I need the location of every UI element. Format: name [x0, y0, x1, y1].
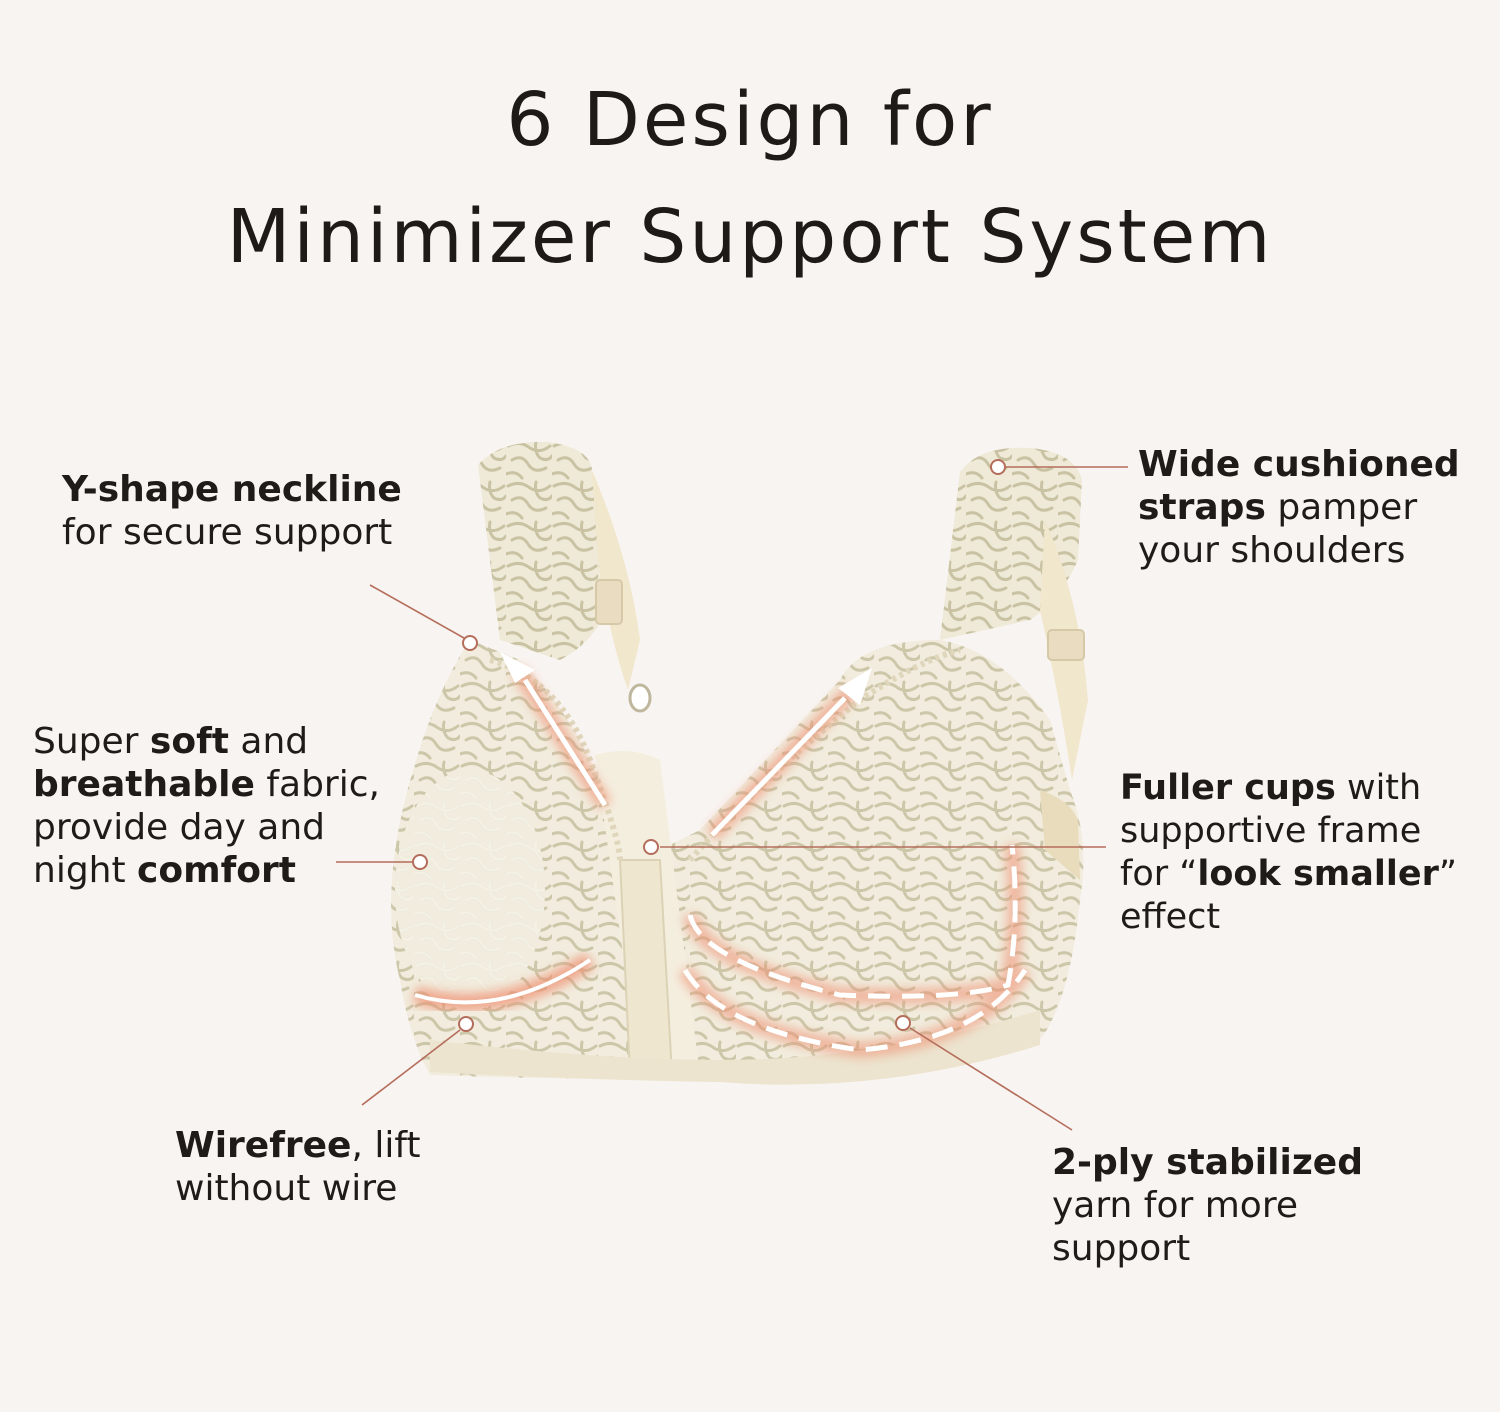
callout-straps-heading: Wide cushioned [1138, 444, 1460, 485]
callout-neckline: Y-shape neckline for secure support [62, 468, 402, 554]
callout-straps-bold-straps: straps [1138, 487, 1266, 528]
callout-wirefree-text-1: , lift [351, 1125, 421, 1166]
cup-frame-dashes [678, 844, 1032, 1059]
wirefree-arc [412, 952, 595, 1012]
marker-dot-cups [643, 839, 659, 855]
left-strap [478, 441, 652, 713]
callout-cups-text-5: effect [1120, 897, 1221, 937]
marker-dot-neckline [462, 635, 478, 651]
callout-fabric-text-4: provide day and [33, 807, 326, 848]
right-strap [940, 447, 1088, 780]
callout-neckline-text: for secure support [62, 512, 393, 553]
callout-fabric-bold-breathable: breathable [33, 764, 255, 805]
callout-straps-text-2: your shoulders [1138, 530, 1406, 571]
leader-lines [336, 466, 1128, 1131]
callout-cups-text-1: with [1335, 768, 1422, 808]
page-title: 6 Design for Minimizer Support System [0, 62, 1500, 296]
callout-cups-text-3: for “ [1120, 854, 1198, 894]
callout-straps-text-1: pamper [1265, 487, 1418, 528]
marker-dot-wirefree [458, 1016, 474, 1032]
callout-wirefree-heading: Wirefree [175, 1125, 352, 1166]
callout-yarn-heading: 2-ply stabilized [1052, 1142, 1363, 1183]
callout-fabric-text-2: and [228, 721, 309, 762]
callout-cups-bold-look-smaller: look smaller [1197, 854, 1439, 894]
marker-dot-fabric [412, 854, 428, 870]
callout-cups-heading: Fuller cups [1120, 768, 1336, 808]
title-line-2: Minimizer Support System [226, 194, 1274, 280]
callout-fabric-text-1: Super [33, 721, 150, 762]
callout-fabric-bold-soft: soft [149, 721, 229, 762]
callout-fabric-text-3: fabric, [254, 764, 380, 805]
callout-yarn-text-1: yarn for more [1052, 1185, 1298, 1226]
callout-yarn-text-2: support [1052, 1228, 1191, 1269]
callout-cups-text-4: ” [1438, 854, 1457, 894]
callout-cups-text-2: supportive frame [1120, 811, 1422, 851]
callout-neckline-heading: Y-shape neckline [62, 469, 402, 510]
callout-fabric-bold-comfort: comfort [137, 850, 296, 891]
marker-dot-straps [990, 459, 1006, 475]
title-line-1: 6 Design for [506, 77, 994, 163]
marker-dots [412, 459, 1006, 1032]
callout-wirefree-text-2: without wire [175, 1168, 398, 1209]
lift-arrows [500, 652, 872, 841]
callout-fabric-text-5: night [33, 850, 138, 891]
marker-dot-yarn [895, 1015, 911, 1031]
